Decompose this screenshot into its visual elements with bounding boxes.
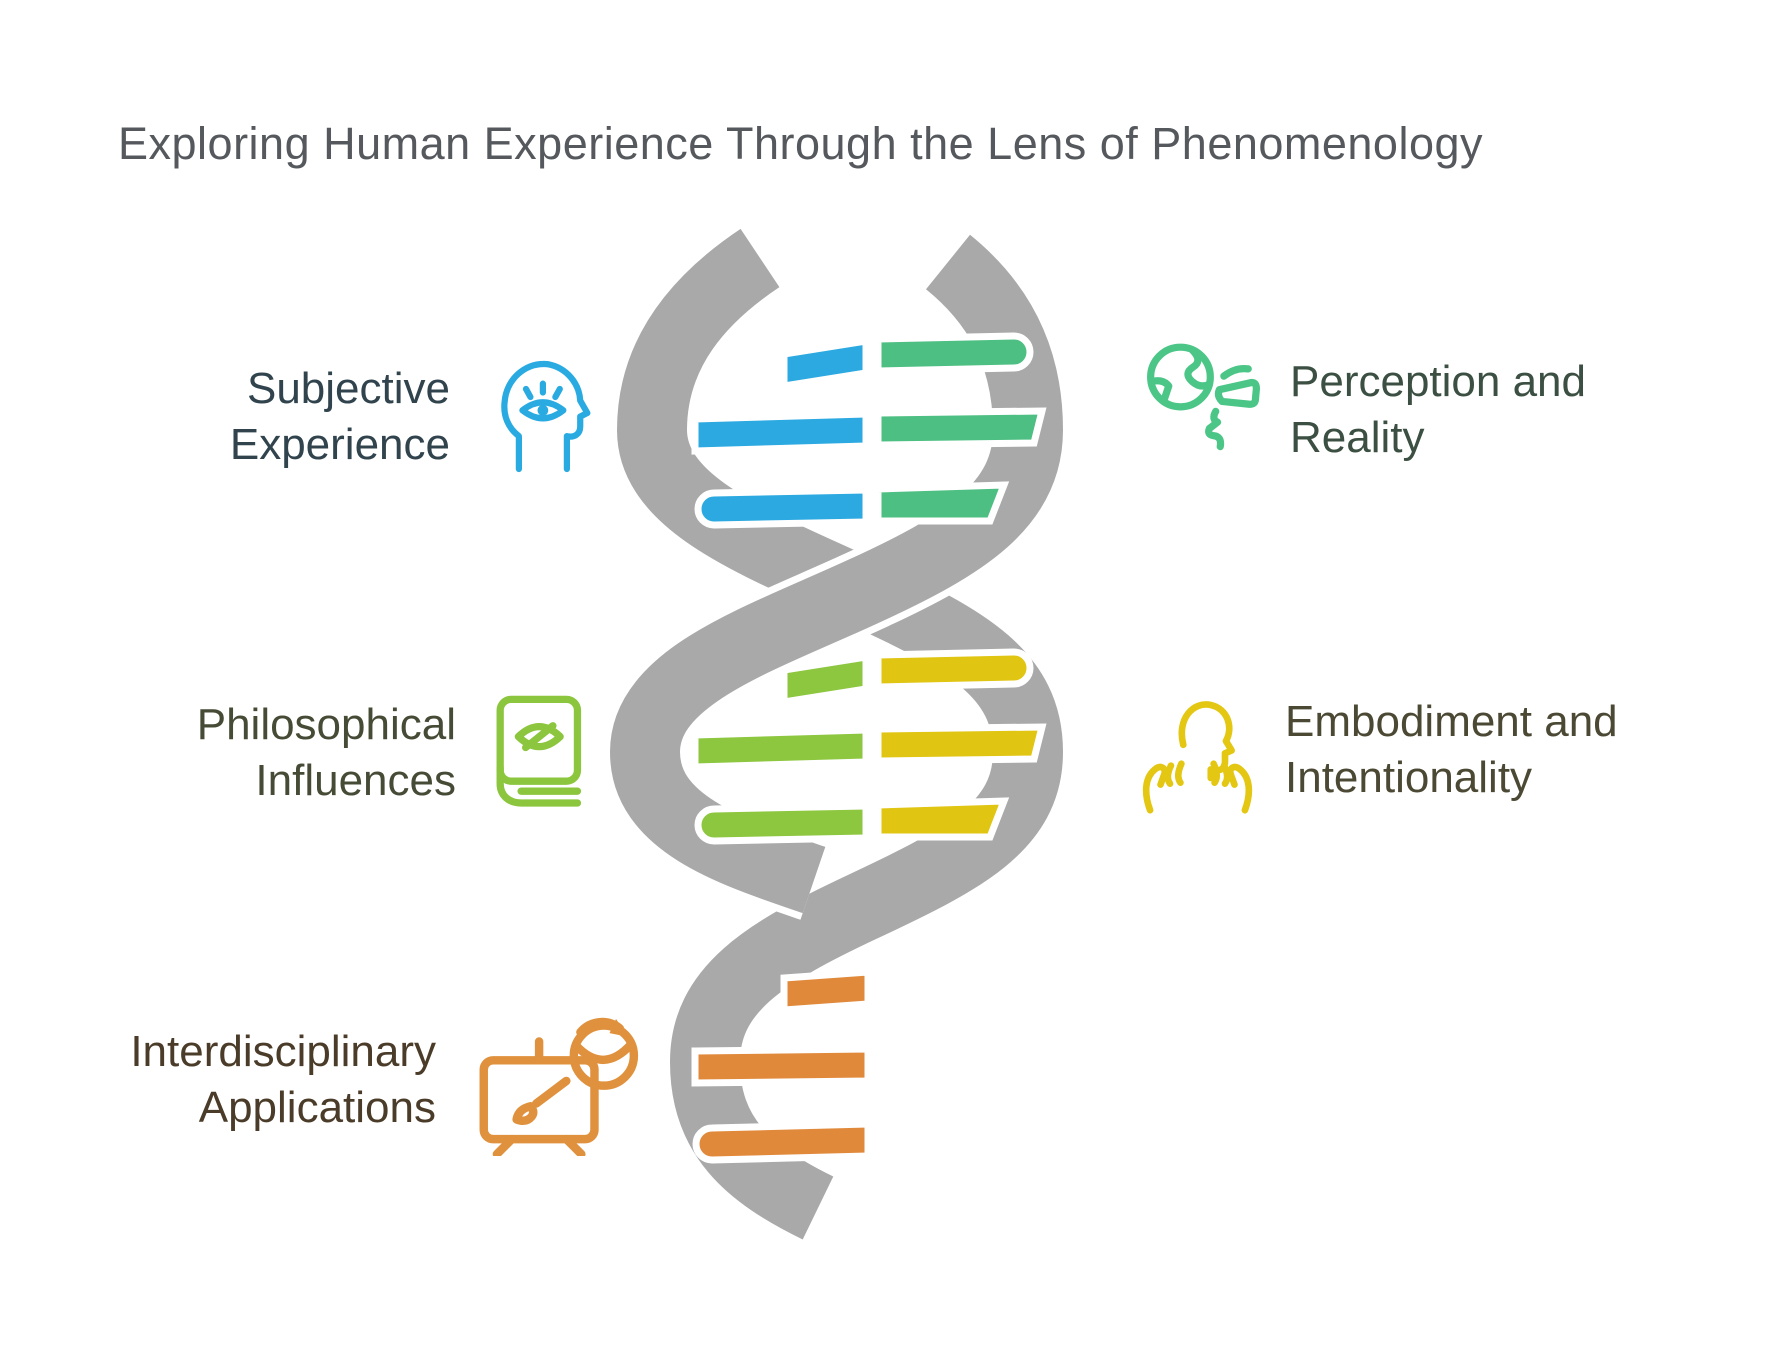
item-philosophical-influences: Philosophical Influences [197, 688, 592, 818]
head-eye-icon [486, 357, 598, 477]
item-interdisciplinary-applications: Interdisciplinary Applications [130, 1004, 640, 1156]
dna-rung-middle-2 [691, 723, 1047, 771]
label-philosophical-influences: Philosophical Influences [196, 700, 456, 805]
dna-rung-top-2 [691, 407, 1047, 455]
item-embodiment-intentionality: Embodiment and Intentionality [1140, 670, 1618, 830]
dna-rung-top-1 [780, 332, 1034, 391]
label-perception-reality: Perception and Reality [1290, 357, 1586, 462]
dna-rung-top-3 [694, 481, 1010, 529]
item-subjective-experience: Subjective Experience [230, 352, 598, 482]
dna-rung-middle-3 [694, 797, 1010, 845]
label-subjective-experience: Subjective Experience [229, 364, 450, 469]
dna-strand-right [602, 229, 1071, 920]
item-perception-reality: Perception and Reality [1138, 330, 1586, 490]
page-title: Exploring Human Experience Through the L… [118, 118, 1484, 169]
label-interdisciplinary-applications: Interdisciplinary Applications [130, 1027, 436, 1132]
easel-paint-icon [472, 1004, 640, 1156]
label-embodiment-intentionality: Embodiment and Intentionality [1285, 697, 1618, 802]
dna-rung-bottom-2 [691, 1045, 872, 1087]
globe-face-icon [1138, 335, 1260, 485]
dna-rung-bottom-1 [780, 968, 872, 1014]
dna-rung-middle-1 [780, 648, 1034, 707]
dna-rung-bottom-3 [692, 1120, 872, 1164]
hands-head-icon [1140, 686, 1255, 814]
book-leaf-icon [492, 692, 592, 814]
